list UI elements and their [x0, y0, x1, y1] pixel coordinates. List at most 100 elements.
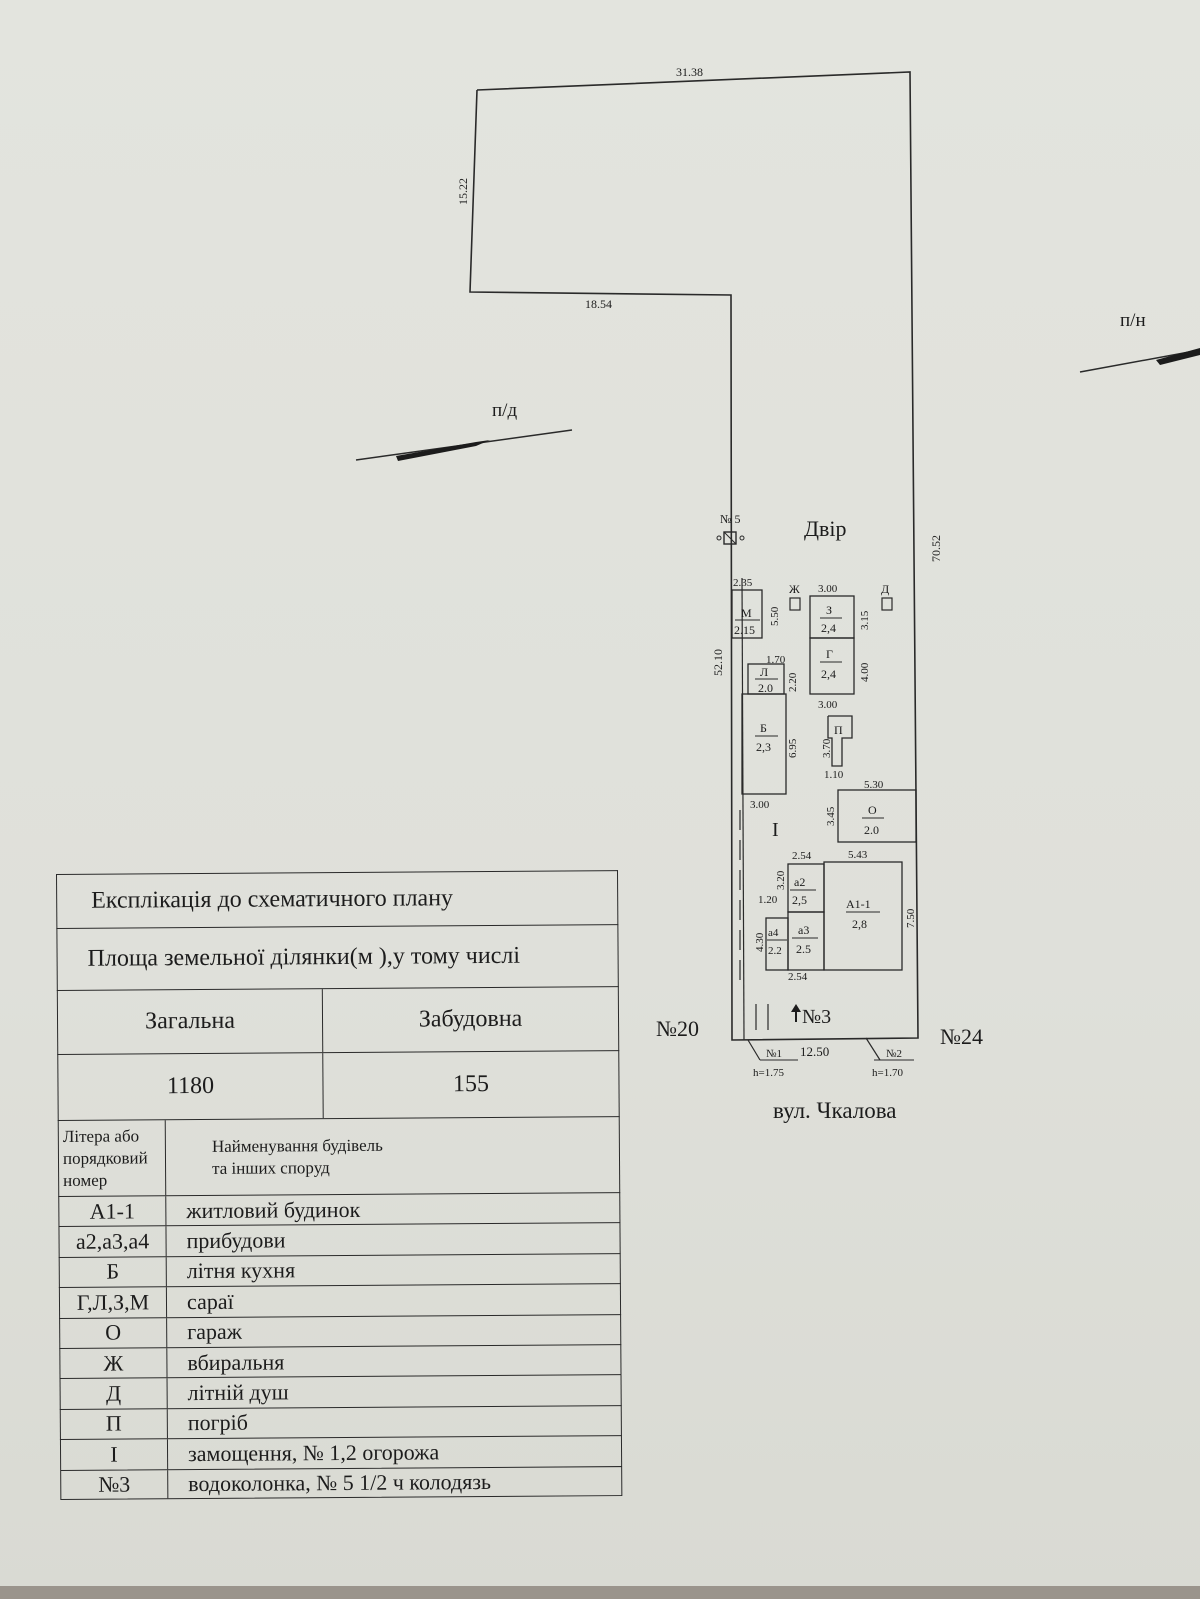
north-arrow-right	[1079, 348, 1200, 373]
row-code: Б	[106, 1259, 120, 1285]
pump-arrow-icon	[791, 1004, 801, 1022]
fence-1-height: h=1.75	[753, 1067, 784, 1079]
row-name: гараж	[166, 1314, 621, 1348]
fence-2-height: h=1.70	[872, 1067, 903, 1079]
building-o	[837, 789, 917, 843]
row-code: а2,а3,а4	[75, 1228, 150, 1254]
pump-label: №3	[802, 1006, 831, 1028]
dim-p-l: 3.70	[821, 738, 833, 758]
north-label-right: п/н	[1120, 310, 1146, 331]
dim-g-w: 3.00	[818, 699, 838, 711]
neighbor-right: №24	[940, 1024, 983, 1049]
row-name: замощення, № 1,2 огорожа	[166, 1436, 622, 1469]
building-a1-letter: А1-1	[846, 897, 871, 911]
plot-boundary	[469, 71, 919, 1041]
building-b-height: 2,3	[756, 740, 771, 754]
dim-top: 31.38	[676, 65, 703, 79]
val-built: 155	[322, 1051, 619, 1119]
building-o-letter: О	[868, 803, 877, 817]
val-total: 1180	[166, 1072, 215, 1100]
building-g-height: 2,4	[821, 667, 836, 681]
building-o-height: 2.0	[864, 823, 879, 837]
dim-left-upper: 15.22	[456, 178, 470, 205]
row-code: Г,Л,З,М	[76, 1289, 150, 1315]
building-z-height: 2,4	[821, 621, 836, 635]
row-name: літній душ	[166, 1375, 621, 1409]
building-g-letter: Г	[826, 647, 833, 661]
building-d-letter: Д	[881, 582, 889, 596]
dim-a2-w: 2.54	[792, 850, 812, 862]
building-b-letter: Б	[760, 721, 767, 735]
row-name: погріб	[166, 1405, 621, 1439]
building-a2-height: 2,5	[792, 893, 807, 907]
well-label: № 5	[720, 512, 740, 526]
building-l-height: 2.0	[758, 681, 773, 695]
dim-step: 18.54	[585, 297, 612, 311]
head-code: Літера або порядковий номер	[62, 1125, 148, 1190]
dim-front: 12.50	[800, 1044, 829, 1059]
area-title-row: Площа земельної ділянки(м ),у тому числі	[56, 924, 619, 990]
building-zh-letter: Ж	[789, 582, 800, 596]
building-m	[731, 589, 763, 639]
inner-line	[741, 577, 745, 1041]
building-m-letter: М	[741, 606, 752, 620]
neighbor-left: №20	[656, 1016, 699, 1041]
building-a3-letter: а3	[798, 923, 809, 937]
dim-a1-w: 5.43	[848, 849, 868, 861]
dim-l-l: 2.20	[787, 672, 799, 692]
row-name: водоколонка, № 5 1/2 ч колодязь	[167, 1466, 622, 1499]
row-name: літня кухня	[165, 1253, 620, 1287]
row-code: О	[105, 1319, 122, 1345]
dim-g-l: 4.00	[859, 662, 871, 682]
dim-l-w: 1.70	[766, 654, 786, 666]
paving-label: I	[772, 819, 779, 841]
dim-z-w: 3.00	[818, 583, 838, 595]
table-row: №3 водоколонка, № 5 1/2 ч колодязь	[60, 1465, 623, 1500]
dim-z-l: 3.15	[859, 610, 871, 630]
dim-right: 70.52	[929, 535, 943, 562]
explication-table: Експлікація до схематичного плану Площа …	[56, 870, 623, 1506]
dim-a2-x: 1.20	[758, 894, 778, 906]
north-arrow-left	[355, 429, 573, 461]
dim-o-l: 3.45	[825, 806, 837, 826]
dim-left-lower: 52.10	[711, 649, 725, 676]
building-a3	[787, 911, 825, 971]
area-title: Площа земельної ділянки(м ),у тому числі	[87, 942, 521, 972]
well-icon	[716, 531, 745, 545]
fence-2-label: №2	[886, 1048, 902, 1060]
row-name: вбиральня	[166, 1345, 621, 1378]
building-a1-height: 2,8	[852, 917, 867, 931]
head-name: Найменування будівель та інших споруд	[164, 1117, 620, 1196]
area-values-row: 1180 155	[57, 1050, 620, 1120]
table-edge	[0, 1586, 1200, 1599]
row-code: Ж	[103, 1350, 124, 1376]
building-p	[827, 715, 853, 767]
dim-p-w: 1.10	[824, 769, 844, 781]
building-a4	[765, 917, 789, 971]
building-a1	[823, 861, 903, 971]
dim-b-w: 3.00	[750, 799, 770, 811]
building-zh	[789, 597, 801, 611]
row-code: А1-1	[89, 1198, 136, 1224]
north-label-left: п/д	[492, 400, 517, 421]
dim-a2-l: 3.20	[775, 870, 787, 890]
row-code: №3	[98, 1471, 131, 1497]
dim-a1-l: 7.50	[905, 908, 917, 928]
dim-m-l: 5.50	[769, 606, 781, 626]
dim-m-w: 2.35	[733, 577, 753, 589]
building-a4-height: 2.2	[768, 945, 782, 957]
area-header-row: Загальна Забудовна	[56, 986, 620, 1054]
row-name: житловий будинок	[165, 1193, 620, 1226]
yard-label: Двір	[804, 516, 847, 541]
table-row: А1-1 житловий будинок	[58, 1192, 621, 1227]
building-a2-letter: а2	[794, 875, 805, 889]
building-p-letter: П	[834, 723, 843, 737]
dim-a3-w: 2.54	[788, 971, 808, 983]
